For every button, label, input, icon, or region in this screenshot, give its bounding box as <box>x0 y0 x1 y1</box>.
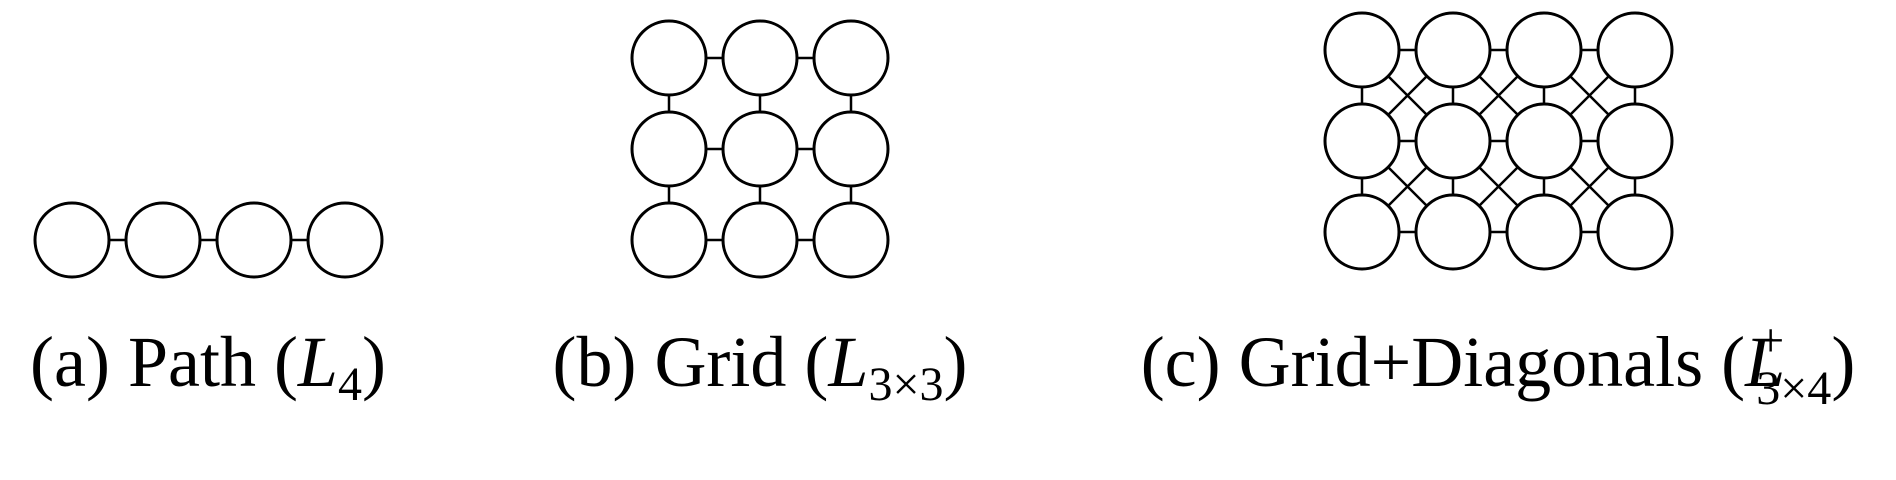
grid-nodes <box>630 19 890 279</box>
graph-node <box>1596 102 1674 180</box>
graph-node <box>306 201 384 279</box>
graph-node <box>721 19 799 97</box>
graph-node <box>812 110 890 188</box>
graph-node <box>124 201 202 279</box>
graph-node <box>812 19 890 97</box>
panel-grid-diagonals: (c) Grid+Diagonals (L+3×4) <box>1141 11 1856 415</box>
graph-node <box>721 110 799 188</box>
graph-node <box>1414 11 1492 89</box>
graph-node <box>721 201 799 279</box>
grid-diagonals-nodes <box>1323 11 1674 271</box>
graph-node <box>630 110 708 188</box>
graph-node <box>812 201 890 279</box>
caption-grid-diagonals: (c) Grid+Diagonals (L+3×4) <box>1141 314 1856 415</box>
graph-node <box>630 201 708 279</box>
graph-node <box>1414 193 1492 271</box>
caption-path: (a) Path (L4) <box>30 322 386 411</box>
path-nodes <box>33 201 384 279</box>
graph-node <box>1323 193 1401 271</box>
graph-node <box>1414 102 1492 180</box>
caption-grid: (b) Grid (L3×3) <box>552 322 967 411</box>
graph-node <box>1505 11 1583 89</box>
graph-node <box>1596 193 1674 271</box>
grid-diagonals-edges <box>1360 48 1637 234</box>
graph-node <box>33 201 111 279</box>
panel-path: (a) Path (L4) <box>30 201 386 411</box>
graph-node <box>1323 102 1401 180</box>
graph-node <box>1505 102 1583 180</box>
graph-node <box>1323 11 1401 89</box>
graph-node <box>630 19 708 97</box>
graph-node <box>1505 193 1583 271</box>
graph-node <box>1596 11 1674 89</box>
panel-grid: (b) Grid (L3×3) <box>552 19 968 411</box>
graph-node <box>215 201 293 279</box>
